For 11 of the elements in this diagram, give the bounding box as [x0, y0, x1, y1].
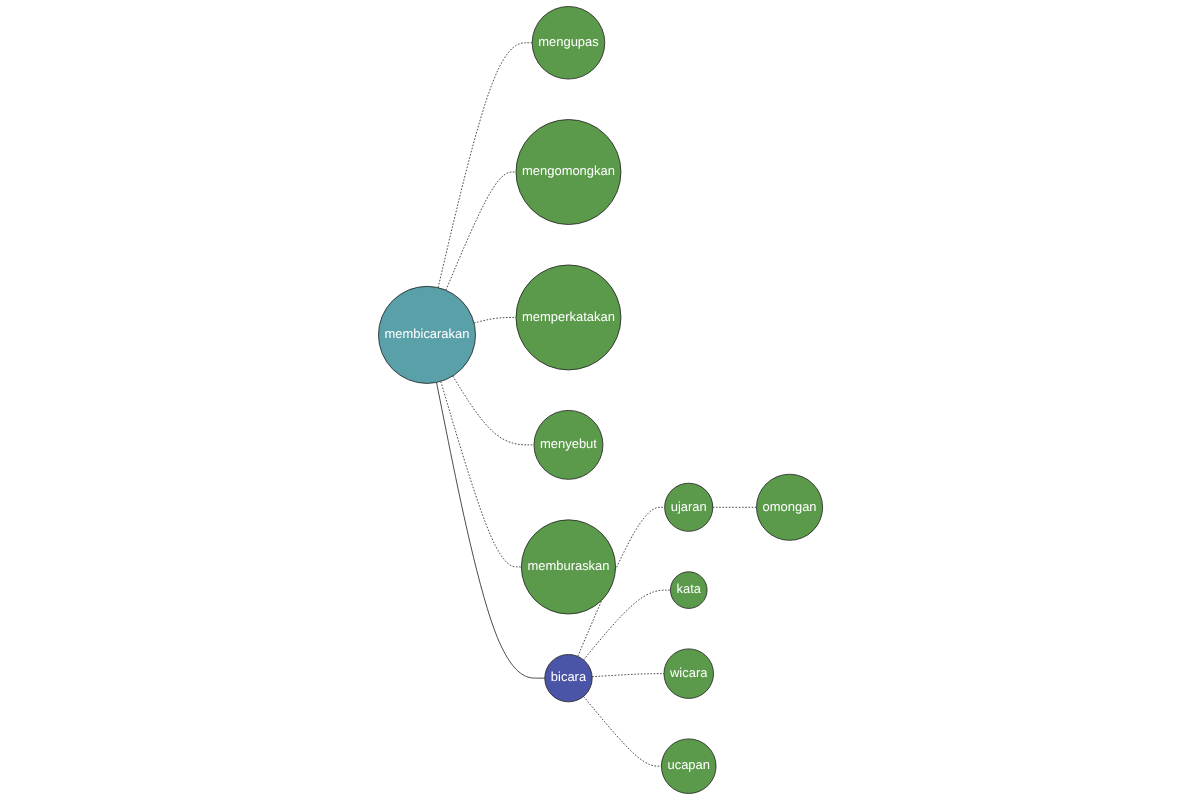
connector: [437, 42, 532, 289]
connector: [582, 696, 662, 767]
connector: [576, 506, 665, 657]
connector: [439, 381, 522, 568]
connector: [582, 589, 671, 661]
connector: [473, 317, 516, 324]
connector: [451, 375, 534, 446]
connector: [435, 382, 545, 679]
connector: [591, 673, 664, 678]
connector: [711, 506, 757, 508]
connector: [444, 171, 516, 291]
